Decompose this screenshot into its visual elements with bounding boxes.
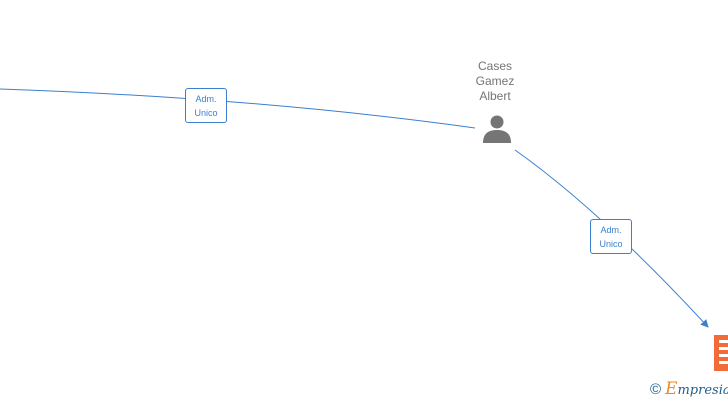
brand-name: mpresia xyxy=(677,383,728,398)
edge-line-1 xyxy=(0,88,476,129)
person-name-line: Albert xyxy=(479,89,511,103)
person-name-line: Cases xyxy=(477,59,512,73)
person-icon[interactable] xyxy=(481,113,513,145)
edge-label[interactable]: Adm. Unico xyxy=(590,219,632,254)
edge-label-line: Adm. xyxy=(195,94,217,104)
edge-label[interactable]: Adm. Unico xyxy=(185,88,227,123)
edge-label-line: Unico xyxy=(599,239,623,249)
person-name[interactable]: Cases Gamez Albert xyxy=(455,59,535,104)
edge-label-line: Unico xyxy=(194,108,218,118)
brand-initial: E xyxy=(665,379,678,399)
copyright-symbol: © xyxy=(650,381,662,398)
person-name-line: Gamez xyxy=(475,74,515,88)
watermark: ©Empresia xyxy=(650,379,728,399)
edge-label-line: Adm. xyxy=(600,225,622,235)
building-icon[interactable] xyxy=(714,335,728,371)
